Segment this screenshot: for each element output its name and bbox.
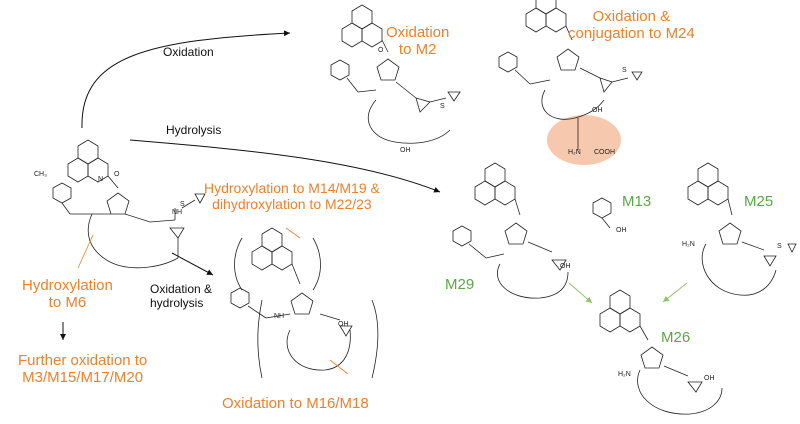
atom-label: O <box>114 171 120 178</box>
atom-label: H₂N <box>618 371 631 378</box>
m25-to-m26-arrow <box>662 282 688 303</box>
oxidation-arrow-label: Oxidation <box>163 45 214 59</box>
m26-label: M26 <box>661 329 691 346</box>
oxidation-hydrolysis-arrow-label: Oxidation & hydrolysis <box>150 282 213 310</box>
m2-label: Oxidation to M2 <box>386 24 450 59</box>
hydrolysis-arrow-label: Hydrolysis <box>166 123 222 137</box>
m29-label: M29 <box>445 276 475 293</box>
atom-label: H₂N <box>682 241 695 248</box>
hydroxylation-m14-label: Hydroxylation to M14/M19 & dihydroxylati… <box>204 180 380 213</box>
atom-label: N <box>98 176 103 183</box>
m26-molecule <box>599 289 723 415</box>
oxidation-m16-label: Oxidation to M16/M18 <box>222 395 369 412</box>
m29-molecule <box>452 162 569 299</box>
oxidation-hydrolysis-molecule <box>230 227 379 379</box>
atom-label: OH <box>616 227 627 234</box>
atom-label: H₂N <box>568 149 581 156</box>
m13-molecule <box>592 197 612 229</box>
hydroxylation-m6-label: Hydroxylation to M6 <box>22 277 113 312</box>
atom-label: OH <box>592 107 603 114</box>
further-oxidation-label: Further oxidation to M3/M15/M17/M20 <box>18 352 148 387</box>
m24-label: Oxidation & conjugation to M24 <box>568 8 695 43</box>
atom-label: OH <box>704 375 715 382</box>
conjugate-highlight <box>547 115 621 165</box>
atom-label: OH <box>338 321 349 328</box>
parent-molecule <box>52 139 206 269</box>
atom-label: S <box>180 201 185 208</box>
hydrolysis-arrow <box>129 139 441 193</box>
m2-molecule <box>330 4 461 144</box>
atom-label: NH <box>172 209 182 216</box>
m24-molecule <box>498 0 643 165</box>
atom-label: O <box>378 47 384 54</box>
m25-label: M25 <box>744 193 774 210</box>
atom-label: NH <box>274 313 284 320</box>
m29-to-m26-arrow <box>568 282 593 304</box>
atom-label: CH₃ <box>34 171 47 178</box>
atom-label: OH <box>400 147 411 154</box>
m25-molecule <box>687 162 797 296</box>
atom-label: OH <box>560 263 571 270</box>
atom-label: S <box>777 243 782 250</box>
oxidation-hydrolysis-arrow <box>171 252 214 276</box>
atom-label: S <box>622 67 627 74</box>
m13-label: M13 <box>622 193 652 210</box>
oxidation-arrow <box>81 30 291 129</box>
atom-label: COOH <box>594 149 615 156</box>
atom-label: S <box>440 103 445 110</box>
